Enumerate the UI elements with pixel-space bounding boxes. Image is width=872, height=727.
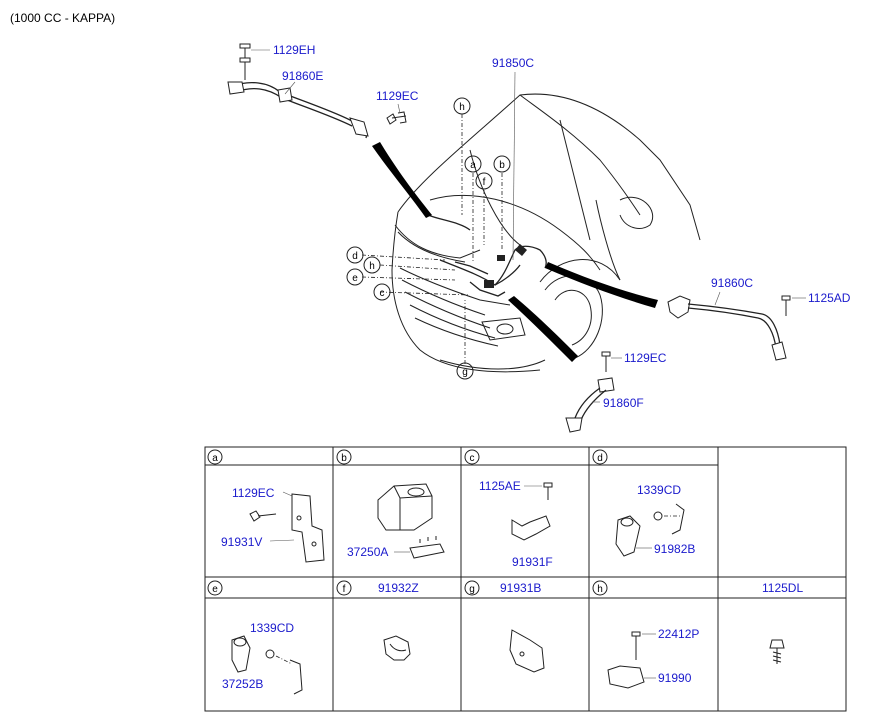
cell-last-header: 1125DL xyxy=(762,581,803,595)
label-1129EH: 1129EH xyxy=(273,43,315,57)
label-91850C: 91850C xyxy=(492,56,534,70)
cell-f-letter: f xyxy=(343,584,346,595)
cell-g-header: 91931B xyxy=(500,581,541,595)
cell-1125dl-content xyxy=(769,639,785,664)
label-1125AD: 1125AD xyxy=(808,291,851,305)
callout-a: a xyxy=(470,160,476,171)
cable-91860e xyxy=(227,43,369,139)
callout-leaders xyxy=(361,71,516,364)
cable-91860f xyxy=(565,351,622,433)
cell-f-content xyxy=(383,635,411,661)
cell-h-part-2: 91990 xyxy=(658,671,692,685)
cell-a-content: 1129EC 91931V xyxy=(221,486,325,563)
cell-e-part-2: 37252B xyxy=(222,677,263,691)
callout-c: c xyxy=(380,288,385,299)
callout-f: f xyxy=(483,177,486,188)
parts-table xyxy=(204,446,847,712)
cell-a-part-1: 1129EC xyxy=(232,486,275,500)
label-91860F: 91860F xyxy=(603,396,644,410)
label-1129EC-top: 1129EC xyxy=(376,89,419,103)
cell-f-header: 91932Z xyxy=(378,581,419,595)
page-subtitle: (1000 CC - KAPPA) xyxy=(10,11,116,25)
cell-d-letter: d xyxy=(597,453,603,464)
cell-d-content: 1339CD 91982B xyxy=(615,483,695,557)
cell-c-content: 1125AE 91931F xyxy=(479,479,553,569)
cell-b-part-1: 37250A xyxy=(347,545,388,559)
callout-circles: h a b f d h e c g xyxy=(346,97,511,380)
callout-g: g xyxy=(462,367,468,378)
cell-b-letter: b xyxy=(341,453,347,464)
callout-d: d xyxy=(352,251,358,262)
bolt-1129ec-top xyxy=(386,103,407,125)
cell-d-part-2: 91982B xyxy=(654,542,695,556)
callout-h2: h xyxy=(369,261,375,272)
cell-h-content: 22412P 91990 xyxy=(607,627,699,689)
callout-b: b xyxy=(499,160,505,171)
cell-g-content xyxy=(509,629,545,673)
cable-91860c xyxy=(667,291,806,361)
cell-d-part-1: 1339CD xyxy=(637,483,681,497)
cell-e-part-1: 1339CD xyxy=(250,621,294,635)
label-91860C: 91860C xyxy=(711,276,753,290)
label-1129EC-mid: 1129EC xyxy=(624,351,667,365)
cell-e-letter: e xyxy=(212,584,218,595)
cell-c-letter: c xyxy=(470,453,475,464)
cell-c-part-1: 1125AE xyxy=(479,479,521,493)
callout-h1: h xyxy=(459,102,465,113)
cell-a-part-2: 91931V xyxy=(221,535,262,549)
table-row-1-headers: a b c d xyxy=(207,449,608,465)
cell-h-letter: h xyxy=(597,584,603,595)
cell-g-letter: g xyxy=(469,584,475,595)
table-row-2-headers: e f 91932Z g 91931B h 1125DL xyxy=(207,580,803,596)
car-front-illustration xyxy=(372,93,701,373)
cell-c-part-2: 91931F xyxy=(512,555,553,569)
label-91860E: 91860E xyxy=(282,69,323,83)
cell-e-content: 1339CD 37252B xyxy=(222,621,303,695)
cell-h-part-1: 22412P xyxy=(658,627,699,641)
cell-a-letter: a xyxy=(212,453,218,464)
cell-b-content: 37250A xyxy=(347,483,445,559)
callout-e: e xyxy=(352,273,358,284)
